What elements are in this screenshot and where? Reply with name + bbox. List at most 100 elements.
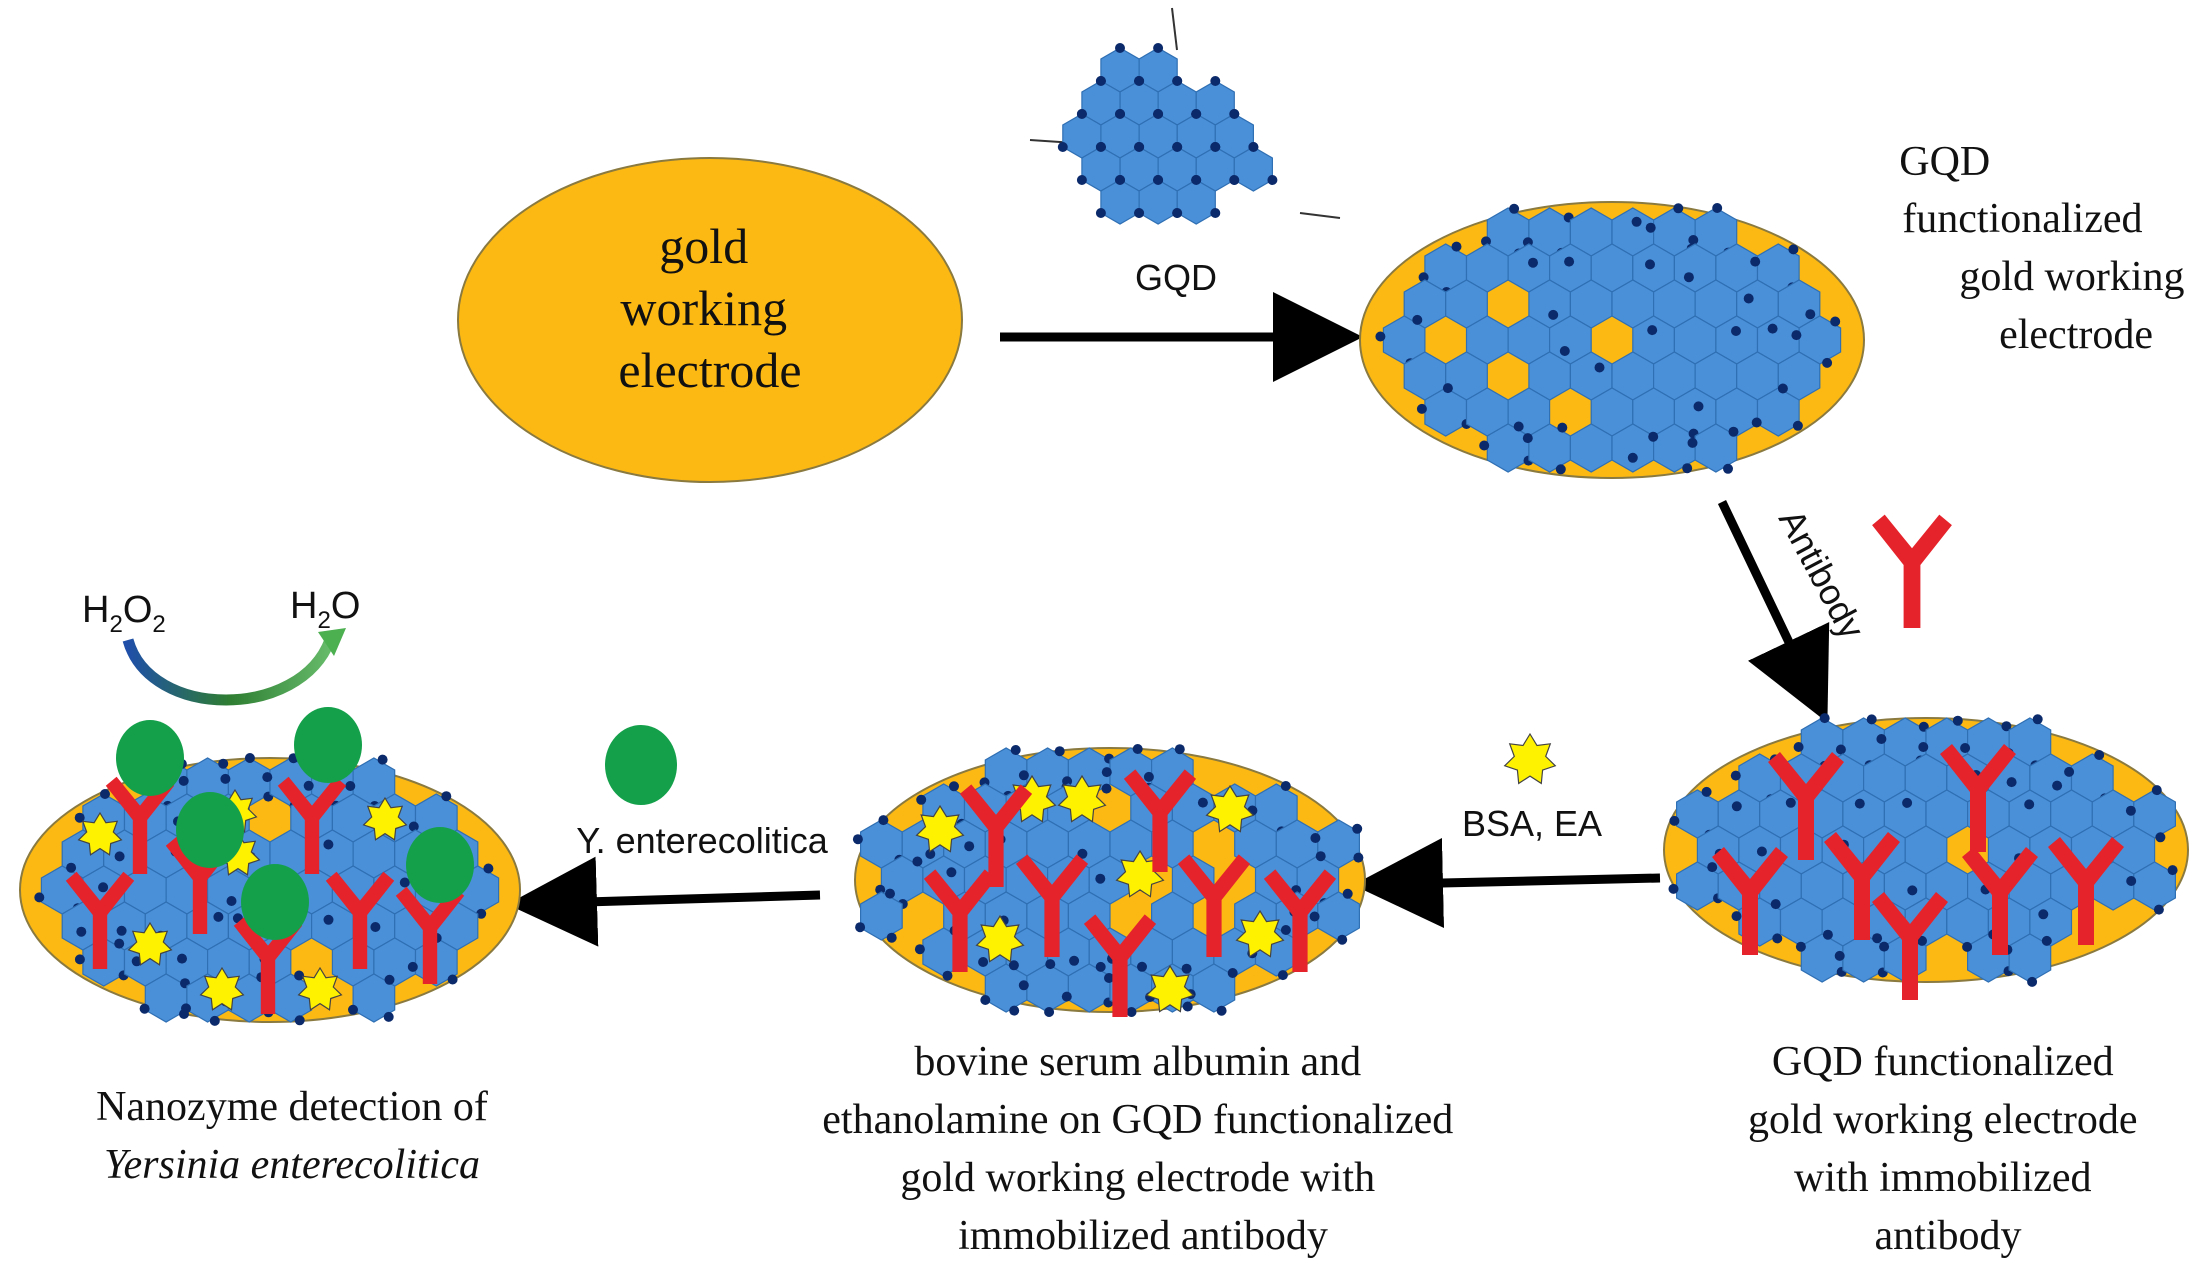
- antibody-y: [1712, 847, 1788, 955]
- edge-atom: [1280, 925, 1291, 935]
- edge-atom: [1076, 175, 1087, 185]
- edge-atom: [2167, 865, 2178, 876]
- edge-atom: [1442, 383, 1453, 394]
- edge-atom: [1153, 43, 1164, 53]
- edge-atom: [1876, 734, 1887, 744]
- edge-atom: [181, 1003, 191, 1014]
- antibody-y: [1872, 892, 1948, 1000]
- edge-atom: [262, 772, 273, 783]
- edge-atom: [1018, 770, 1029, 781]
- edge-atom: [1310, 833, 1321, 843]
- gqd-bond-line: [1171, 7, 1178, 51]
- edge-atom: [2032, 714, 2043, 725]
- arrow-add-bsa-ea: [1353, 837, 1661, 928]
- edge-atom: [1416, 403, 1427, 414]
- bsa-caption-line2: ethanolamine on GQD functionalized: [822, 1097, 1453, 1143]
- bsa-star-icon: [1503, 732, 1557, 785]
- edge-atom: [1668, 883, 1679, 894]
- surface-atom: [946, 867, 957, 878]
- surface-atom: [131, 956, 142, 967]
- edge-atom: [1143, 771, 1154, 782]
- antibody-y: [923, 869, 997, 972]
- edge-atom: [1866, 714, 1877, 725]
- edge-atom: [2027, 976, 2038, 987]
- edge-atom: [1210, 76, 1221, 86]
- edge-atom: [2126, 876, 2137, 886]
- detection-electrode-bacteria: [116, 707, 474, 940]
- gold-electrode-label: gold working electrode: [618, 218, 801, 398]
- edge-atom: [1095, 76, 1106, 86]
- graphene-hexagon: [352, 973, 396, 1023]
- edge-atom: [408, 821, 419, 832]
- edge-atom: [1229, 175, 1240, 185]
- surface-atom: [323, 839, 334, 850]
- edge-atom: [1645, 222, 1656, 233]
- edge-atom: [2041, 935, 2052, 946]
- surface-atom: [2024, 799, 2035, 810]
- edge-atom: [244, 753, 255, 763]
- edge-atom: [139, 1003, 150, 1014]
- edge-atom: [441, 791, 452, 802]
- edge-atom: [1062, 776, 1073, 787]
- antibody-y: [1263, 869, 1337, 972]
- gqd-reagent: GQD: [1029, 7, 1341, 298]
- edge-atom: [114, 938, 125, 949]
- edge-atom: [1962, 941, 1973, 952]
- bsa-electrode-stars: [915, 774, 1285, 1013]
- edge-atom: [1770, 899, 1781, 910]
- surface-atom: [1645, 259, 1655, 270]
- edge-atom: [1750, 256, 1761, 267]
- edge-atom: [1132, 744, 1143, 754]
- edge-atom: [1723, 463, 1733, 474]
- antibody-y: [1824, 832, 1900, 940]
- surface-atom: [1731, 326, 1741, 336]
- detection-step: H2O2 H2O Nanozyme detection of Yersinia …: [19, 585, 521, 1188]
- surface-atom: [1548, 309, 1559, 320]
- edge-atom: [1137, 961, 1147, 972]
- edge-atom: [1337, 934, 1348, 945]
- edge-atom: [2153, 904, 2164, 915]
- edge-atom: [1412, 314, 1423, 325]
- surface-atom: [116, 925, 127, 936]
- edge-atom: [1134, 142, 1145, 152]
- edge-atom: [1309, 911, 1320, 922]
- bsa-star: [915, 804, 965, 853]
- edge-atom: [1280, 781, 1291, 791]
- edge-atom: [1701, 786, 1712, 797]
- edge-atom: [1227, 968, 1238, 978]
- edge-atom: [1216, 1005, 1227, 1016]
- edge-atom: [348, 1004, 358, 1015]
- edge-atom: [1191, 109, 1202, 119]
- surface-atom: [1767, 323, 1778, 334]
- edge-atom: [1509, 203, 1520, 214]
- edge-atom: [1960, 743, 1971, 753]
- edge-atom: [1045, 959, 1056, 970]
- edge-atom: [483, 863, 494, 874]
- bacterium-icon: [605, 725, 677, 805]
- edge-atom: [383, 1011, 394, 1022]
- edge-atom: [1054, 746, 1065, 757]
- edge-atom: [1191, 175, 1202, 185]
- edge-atom: [1210, 142, 1221, 152]
- edge-atom: [1834, 950, 1845, 961]
- detection-caption-line2: Yersinia enterecolitica: [104, 1142, 480, 1188]
- edge-atom: [1730, 770, 1741, 781]
- edge-atom: [1830, 316, 1841, 327]
- edge-atom: [1095, 208, 1106, 218]
- edge-atom: [1342, 888, 1353, 899]
- edge-atom: [912, 856, 923, 867]
- gqd-electrode-label-line2: functionalized: [1902, 196, 2142, 242]
- bsa-star: [975, 914, 1025, 963]
- bsa-ea-arrow-label: BSA, EA: [1462, 803, 1602, 844]
- edge-atom: [1061, 991, 1072, 1002]
- edge-atom: [407, 961, 418, 972]
- graphene-hexagon: [1694, 423, 1738, 473]
- surface-atom: [964, 841, 975, 852]
- surface-atom: [2052, 780, 2063, 791]
- edge-atom: [209, 1015, 220, 1026]
- surface-atom: [370, 922, 381, 932]
- detection-caption-line1: Nanozyme detection of: [96, 1084, 488, 1130]
- edge-atom: [1181, 963, 1192, 974]
- antibody-caption-line1: GQD functionalized: [1772, 1039, 2114, 1085]
